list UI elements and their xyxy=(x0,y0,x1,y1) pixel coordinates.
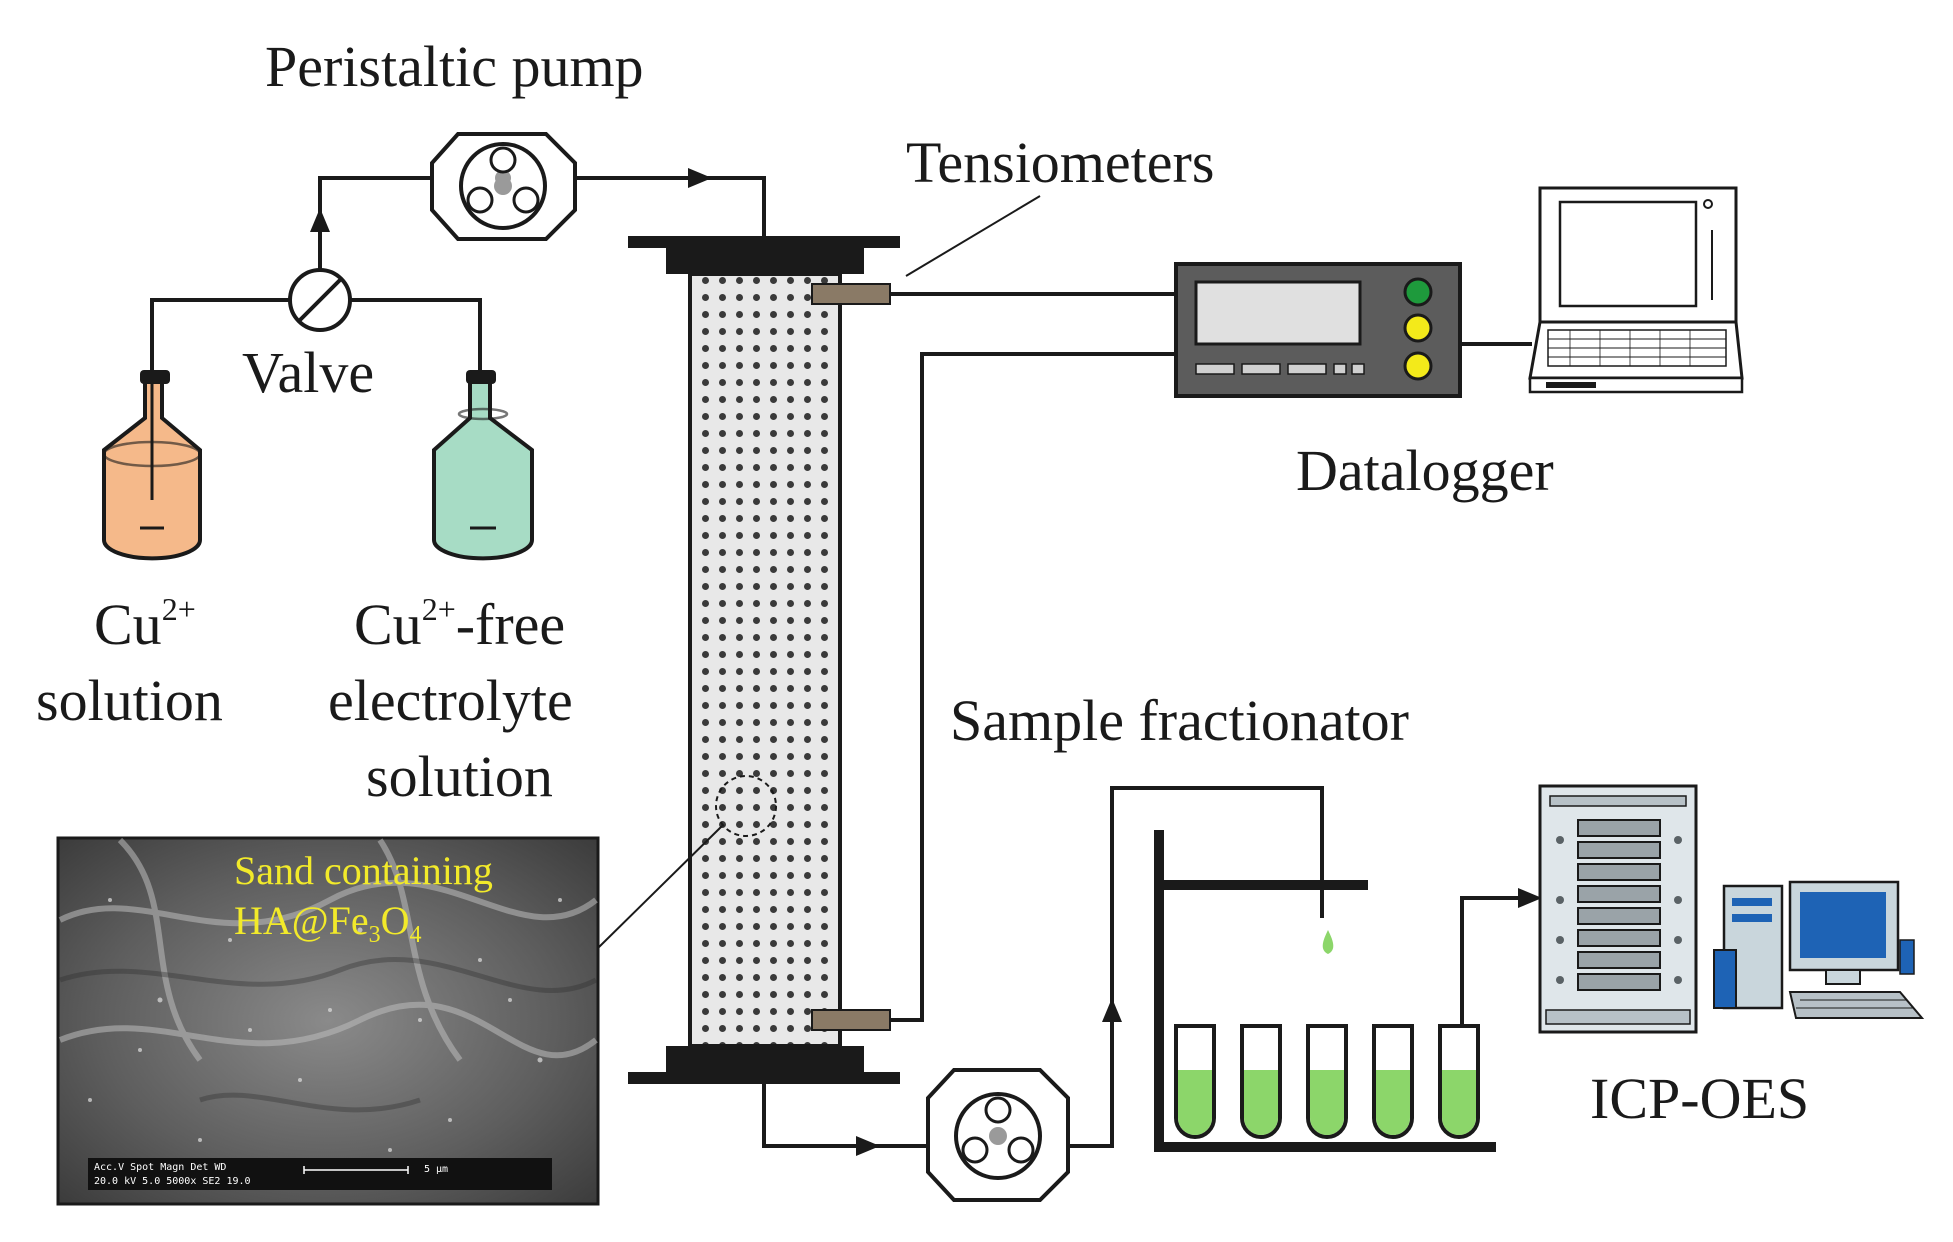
tensiometer-top xyxy=(811,283,891,305)
test-tube xyxy=(1372,1024,1414,1139)
icp-oes-label: ICP-OES xyxy=(1590,1066,1809,1131)
sem-caption-line2: HA@Fe3O4 xyxy=(234,898,422,948)
pump-top-label: Peristaltic pump xyxy=(265,34,644,99)
tensiometers-label: Tensiometers xyxy=(906,130,1214,195)
test-tube xyxy=(1306,1024,1348,1139)
fractionator-to-icp-tube xyxy=(1460,896,1536,1060)
test-tube xyxy=(1438,1024,1480,1139)
free-electrolyte-label-line1: Cu2+-free xyxy=(354,591,565,657)
test-tubes xyxy=(1174,1024,1480,1139)
pump-to-column-tube xyxy=(575,176,766,236)
pump-to-fractionator-tube xyxy=(1068,786,1324,1148)
sem-scalebar-unit: 5 μm xyxy=(424,1164,448,1175)
test-tube xyxy=(1174,1024,1216,1139)
cu-solution-label-line2: solution xyxy=(36,668,223,733)
free-electrolyte-label-line3: solution xyxy=(366,744,553,809)
drop xyxy=(1322,930,1334,954)
cu-solution-label-line1: Cu2+ xyxy=(94,591,196,657)
column-top-cap xyxy=(666,248,864,274)
fractionator-rack xyxy=(1154,1142,1496,1152)
peristaltic-pump-top xyxy=(430,132,577,241)
tubing xyxy=(150,176,1536,1148)
sem-image: Acc.V Spot Magn Det WD 20.0 kV 5.0 5000x… xyxy=(56,836,600,1206)
datalogger-led-green xyxy=(1403,277,1433,307)
arrow-pump-right xyxy=(688,168,712,188)
arrow-to-bottom-pump xyxy=(856,1136,880,1156)
free-electrolyte-label-line2: electrolyte xyxy=(328,668,573,733)
sem-scalebar xyxy=(88,1158,552,1190)
datalogger-led-yellow-1 xyxy=(1403,313,1433,343)
cu-bottle-tube xyxy=(150,298,290,380)
datalogger-screen xyxy=(1194,280,1362,346)
sem-scalebar-row1: Acc.V Spot Magn Det WD xyxy=(94,1162,226,1173)
datalogger-led-yellow-2 xyxy=(1403,351,1433,381)
tensiometer-bottom xyxy=(811,1009,891,1031)
valve xyxy=(288,268,352,332)
desktop-keyboard xyxy=(1788,991,1925,1019)
column-top-plate xyxy=(628,236,900,248)
fractionator-stand-post xyxy=(1154,830,1164,1152)
test-tube xyxy=(1240,1024,1282,1139)
arrow-fractionator-up xyxy=(1102,998,1122,1022)
column-bottom-plate xyxy=(628,1072,900,1084)
tensiometer-bottom-cable xyxy=(890,352,1176,1022)
valve-to-pump-tube xyxy=(318,176,432,270)
column-bottom-cap xyxy=(666,1046,864,1072)
column-to-pump-tube xyxy=(762,1082,928,1148)
datalogger xyxy=(1174,262,1462,398)
electrolyte-bottle xyxy=(432,370,534,561)
flow-arrows xyxy=(310,168,1542,1156)
sample-fractionator xyxy=(1154,830,1496,1152)
fractionator-label: Sample fractionator xyxy=(950,688,1409,753)
icp-oes xyxy=(1538,784,1925,1034)
arrow-to-icp xyxy=(1518,888,1542,908)
zoom-circle xyxy=(715,775,777,837)
peristaltic-pump-bottom xyxy=(926,1068,1070,1202)
sand-column xyxy=(597,236,900,1084)
valve-label: Valve xyxy=(242,340,374,405)
sem-caption-line1: Sand containing xyxy=(234,848,493,893)
cu-solution-bottle xyxy=(102,370,202,561)
fractionator-arm xyxy=(1154,880,1368,890)
electrolyte-bottle-tube xyxy=(350,298,482,380)
datalogger-label: Datalogger xyxy=(1296,438,1554,503)
laptop-screen xyxy=(1558,200,1698,308)
sem-scalebar-row2: 20.0 kV 5.0 5000x SE2 19.0 xyxy=(94,1176,251,1187)
tensiometer-pointer xyxy=(905,195,1041,277)
arrow-valve-up xyxy=(310,208,330,232)
laptop xyxy=(1528,186,1744,394)
